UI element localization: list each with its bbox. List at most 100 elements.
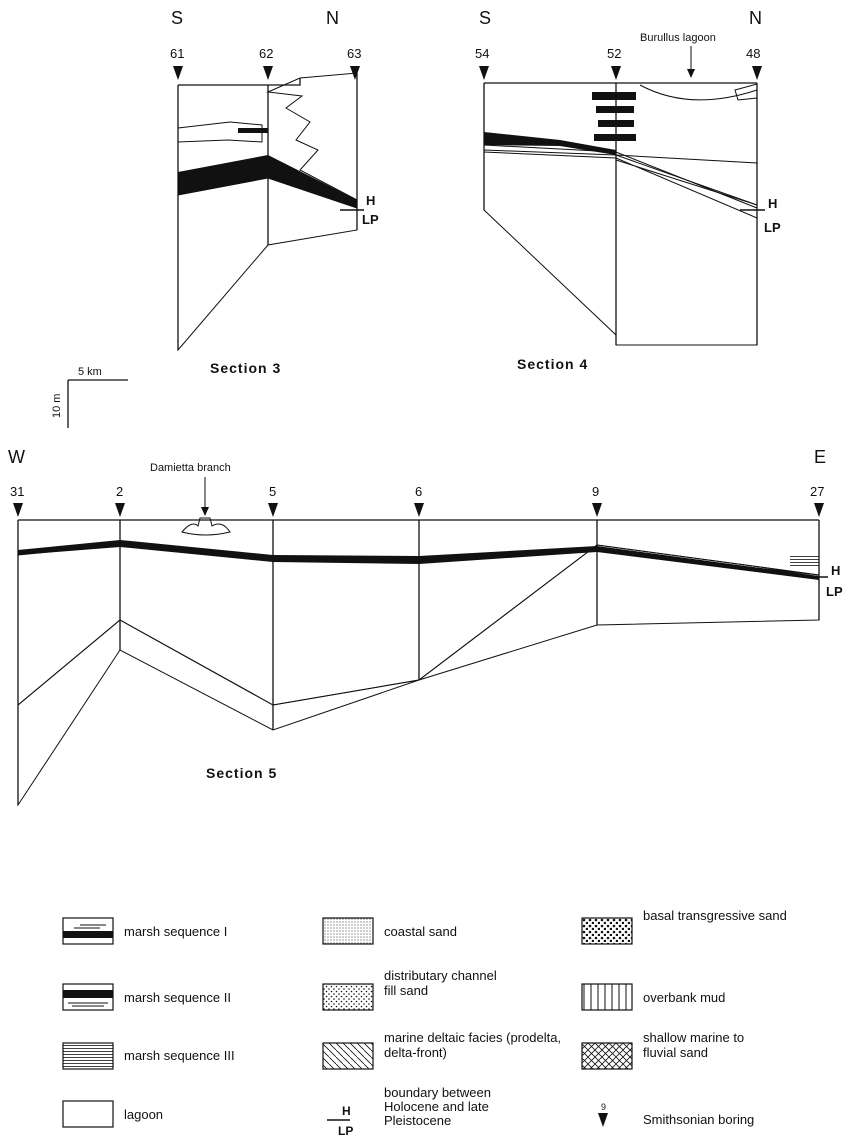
burullus-lagoon-label: Burullus lagoon [640,32,716,44]
legend-swatch [322,917,374,945]
legend-label-wrap: distributary channel fill sand [384,968,497,998]
legend-boring-number: 9 [601,1102,606,1112]
marsh-sequence-band [178,155,357,208]
boring-marker-icon [414,503,424,517]
legend-label: basal transgressive sand [643,908,787,923]
legend-label: distributary channel fill sand [384,968,497,998]
legend-label-wrap: boundary between Holocene and late Pleis… [384,1086,491,1128]
boring-number: 2 [116,484,123,499]
boring-number: 6 [415,484,422,499]
coastal-sand-unit [266,72,358,201]
marsh-lens [790,554,819,566]
section-3: S N 61 62 63 H LP Section 3 [170,8,379,376]
scale-bar: 5 km 10 m [51,366,128,428]
section-4-north-label: N [749,8,762,28]
boring-number: 31 [10,484,24,499]
arrow-head-icon [687,69,695,78]
legend-label: Smithsonian boring [643,1112,754,1127]
legend-label: boundary between Holocene and late Pleis… [384,1086,491,1128]
legend-swatch [62,1100,114,1128]
legend-swatch [322,1042,374,1070]
boring-marker-icon [598,1113,608,1127]
lagoon-floor-line [639,84,758,101]
marsh-lens [594,134,636,141]
legend-item-basal-sand: basal transgressive sand [581,908,787,945]
boring-number: 62 [259,46,273,61]
legend-item-lagoon: lagoon [62,1100,163,1128]
boring-marker-icon [13,503,23,517]
legend-label-wrap: basal transgressive sand [643,908,787,923]
section-3-south-label: S [171,8,183,28]
legend-item-marsh-3: marsh sequence III [62,1042,235,1070]
legend-label-wrap: marine deltaic facies (prodelta, delta-f… [384,1030,562,1060]
boring-marker-icon [592,503,602,517]
marsh-lens [238,128,268,133]
legend-item-channel-fill: distributary channel fill sand [322,968,497,1011]
legend-item-marsh-2: marsh sequence II [62,983,231,1011]
legend-label: coastal sand [384,924,457,939]
marsh-lens [596,106,634,113]
legend-item-overbank-mud: overbank mud [581,983,725,1011]
boring-marker-icon [173,66,183,80]
section-3-title: Section 3 [210,360,281,376]
legend-label: marsh sequence III [124,1048,235,1063]
boring-marker-icon [752,66,762,80]
section-5-west-label: W [8,447,25,467]
boring-number: 52 [607,46,621,61]
legend-swatch [322,983,374,1011]
boundary-label-lp: LP [826,584,843,599]
section-3-frame [177,73,358,350]
boring-number: 48 [746,46,760,61]
boring-marker-icon [115,503,125,517]
legend-label: overbank mud [643,990,725,1005]
overbank-mud-strip [483,144,758,219]
boring-marker-icon [814,503,824,517]
section-5-east-label: E [814,447,826,467]
legend-swatch [581,917,633,945]
boundary-label-h: H [366,193,375,208]
boring-marker-icon [268,503,278,517]
scale-horizontal-label: 5 km [78,366,102,378]
legend-item-marsh-1: marsh sequence I [62,917,227,945]
boring-number: 61 [170,46,184,61]
boring-marker-icon [479,66,489,80]
legend-label: marine deltaic facies (prodelta, delta-f… [384,1030,562,1060]
legend-swatch-lines [74,924,106,929]
boring-number: 9 [592,484,599,499]
legend-swatch [581,1042,633,1070]
channel-fill-unit [181,517,231,536]
section-4-frame [483,82,758,345]
boundary-label-h: H [768,196,777,211]
arrow-head-icon [201,507,209,516]
boundary-label-lp: LP [764,220,781,235]
boundary-label-lp: LP [362,212,379,227]
legend-label: marsh sequence II [124,990,231,1005]
coastal-sand-unit [734,83,758,101]
legend-item-coastal-sand: coastal sand [322,917,457,945]
marsh-sequence-band [484,132,616,155]
boring-number: 27 [810,484,824,499]
legend-swatch-lines [68,1002,108,1007]
section-4: S N 54 52 48 Burullus lagoon H LP Sectio… [475,8,781,372]
boring-marker-icon [263,66,273,80]
legend-boundary-h: H [342,1104,351,1118]
section-5-frame [17,519,820,805]
boring-number: 5 [269,484,276,499]
legend-label: shallow marine to fluvial sand [643,1030,745,1060]
section-3-north-label: N [326,8,339,28]
legend-swatch-band [63,931,113,938]
section-5-title: Section 5 [206,765,277,781]
legend-boundary-lp: LP [338,1124,353,1138]
legend-label: marsh sequence I [124,924,227,939]
scale-vertical-label: 10 m [51,394,63,418]
legend-swatch [62,1042,114,1070]
legend-item-shallow-marine: shallow marine to fluvial sand [581,1030,745,1070]
shallow-marine-unit [483,149,758,346]
damietta-branch-label: Damietta branch [150,462,231,474]
boring-number: 54 [475,46,489,61]
legend-swatch [581,983,633,1011]
legend-label-wrap: shallow marine to fluvial sand [643,1030,745,1060]
legend-item-smithsonian-boring: 9 Smithsonian boring [598,1102,754,1127]
section-4-title: Section 4 [517,356,588,372]
